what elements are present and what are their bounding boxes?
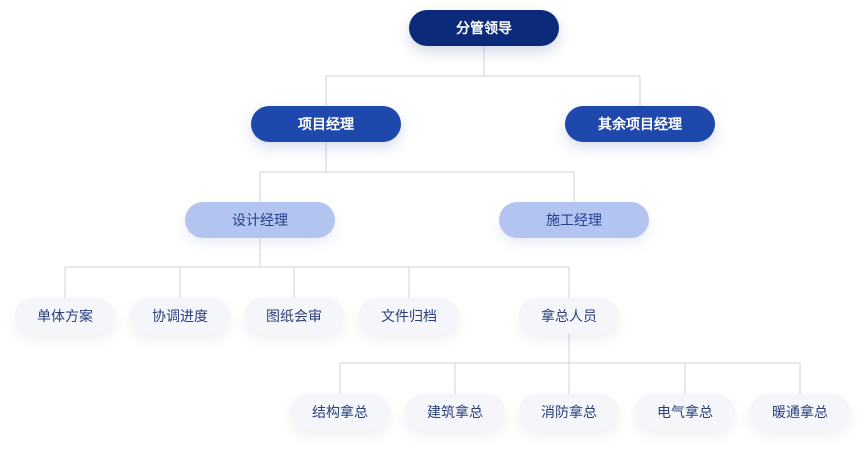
node-label: 暖通拿总 [772,405,828,421]
node-label: 文件归档 [381,309,437,325]
node-label: 施工经理 [546,213,602,229]
node-label: 分管领导 [456,21,512,37]
node-label: 电气拿总 [657,405,713,421]
node-sub-3: 消防拿总 [519,394,619,430]
node-leaf-3: 图纸会审 [244,298,344,334]
node-design-manager: 设计经理 [185,202,335,238]
node-general-staff: 拿总人员 [519,298,619,334]
node-sub-2: 建筑拿总 [405,394,505,430]
node-label: 单体方案 [37,309,93,325]
node-label: 设计经理 [232,213,288,229]
node-label: 消防拿总 [541,405,597,421]
node-label: 其余项目经理 [598,117,682,133]
node-label: 项目经理 [298,117,354,133]
node-top-leader: 分管领导 [409,10,559,46]
node-sub-5: 暖通拿总 [750,394,850,430]
node-label: 结构拿总 [312,405,368,421]
node-leaf-1: 单体方案 [15,298,115,334]
node-project-manager: 项目经理 [251,106,401,142]
node-construction-manager: 施工经理 [499,202,649,238]
node-label: 拿总人员 [541,309,597,325]
node-other-project-managers: 其余项目经理 [565,106,715,142]
node-label: 协调进度 [152,309,208,325]
node-sub-4: 电气拿总 [635,394,735,430]
node-label: 图纸会审 [266,309,322,325]
node-leaf-4: 文件归档 [359,298,459,334]
node-leaf-2: 协调进度 [130,298,230,334]
node-sub-1: 结构拿总 [290,394,390,430]
node-label: 建筑拿总 [427,405,483,421]
